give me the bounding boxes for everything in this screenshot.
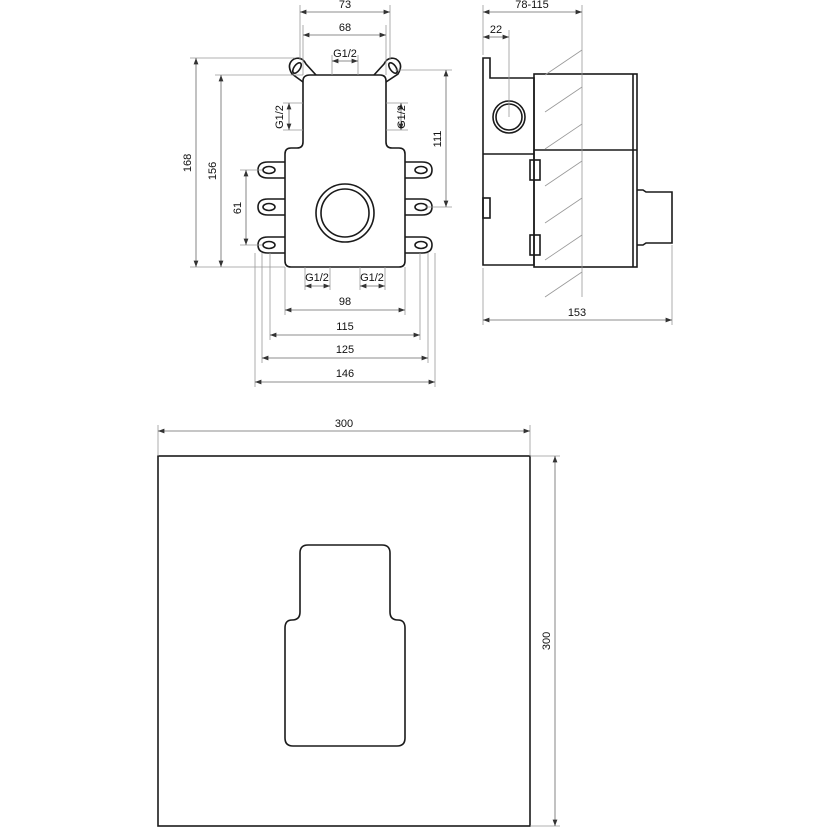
dim-115: 115: [336, 321, 354, 333]
wall-line: [544, 49, 583, 298]
front-view: 73 68 G1/2 168 156 61 111 G1/2 G1/2 G1/2…: [182, 0, 452, 387]
dim-73: 73: [339, 0, 351, 11]
dim-168: 168: [182, 154, 194, 172]
dim-68: 68: [339, 22, 351, 34]
dim-98: 98: [339, 296, 351, 308]
dimension-lines: [190, 5, 452, 387]
mixer-body-outline: [284, 74, 406, 268]
dim-61: 61: [232, 202, 244, 214]
dim-g12-right: G1/2: [396, 105, 408, 129]
cover-plate-outline: [157, 455, 531, 827]
outlet-ring: [315, 183, 375, 243]
dim-22: 22: [490, 24, 502, 36]
side-knob: [637, 189, 673, 246]
dim-78-115: 78-115: [515, 0, 548, 11]
dim-125: 125: [336, 344, 354, 356]
dim-146: 146: [336, 368, 354, 380]
dim-g12-bottom-left: G1/2: [305, 272, 329, 284]
cover-plate: 300 300: [157, 418, 560, 827]
dim-g12-bottom-right: G1/2: [360, 272, 384, 284]
dim-111: 111: [432, 131, 444, 148]
side-body-outline: [482, 57, 535, 266]
side-lugs: [257, 161, 433, 254]
dim-g12-top: G1/2: [333, 48, 357, 60]
mounting-ears: [288, 57, 402, 83]
cover-plate-cutout: [284, 544, 406, 747]
dim-156: 156: [207, 162, 219, 180]
dim-g12-left: G1/2: [274, 105, 286, 129]
dim-width-300: 300: [335, 418, 353, 430]
dim-153: 153: [568, 307, 586, 319]
side-view: 78-115 22 153: [482, 0, 673, 325]
dim-height-300: 300: [541, 632, 553, 650]
